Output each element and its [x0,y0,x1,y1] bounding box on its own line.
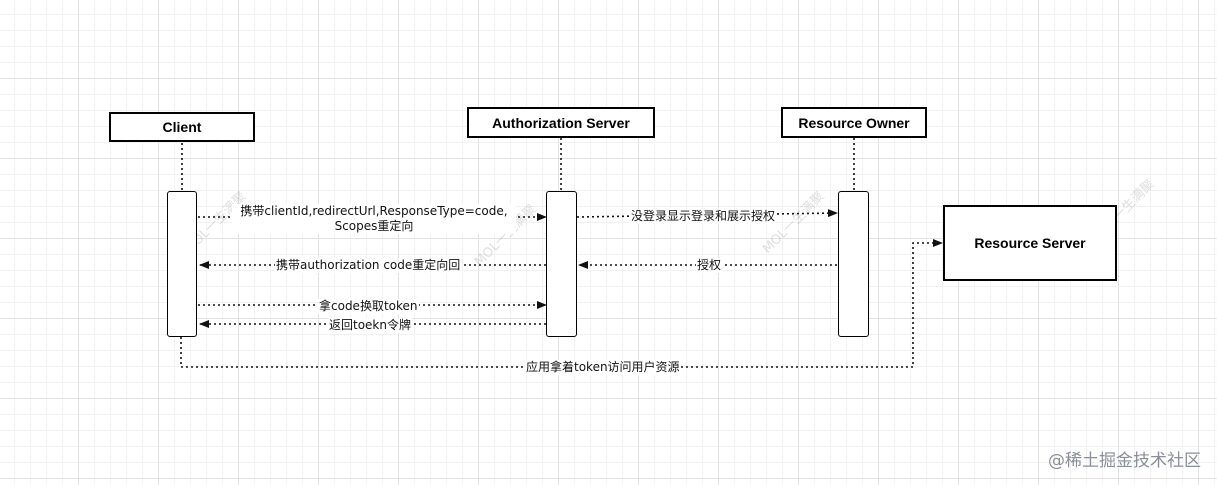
participant-resource-owner-label: Resource Owner [798,114,910,131]
message-label-access-resource: 应用拿着token访问用户资源 [525,360,681,375]
activation-client [167,191,197,337]
participant-resource-server: Resource Server [943,205,1117,281]
message-label-redirect-with-code: 携带authorization code重定向回 [275,258,462,273]
message-label-return-token: 返回toekn令牌 [328,318,412,333]
participant-authorization-server: Authorization Server [467,107,655,138]
message-label-authorize: 授权 [696,258,723,273]
message-label-login-authorize: 没登录显示登录和展示授权 [630,209,777,224]
message-label-line: Scopes重定向 [334,219,414,233]
activation-resource-owner [838,191,869,337]
message-label-request-auth: 携带clientId,redirectUrl,ResponseType=code… [232,204,516,234]
message-label-exchange-code: 拿code换取token [318,299,419,314]
participant-resource-server-label: Resource Server [974,235,1086,251]
message-label-line: 携带clientId,redirectUrl,ResponseType=code… [240,204,508,218]
participant-resource-owner: Resource Owner [781,107,927,138]
arrow-client-to-resource-server [180,239,943,368]
brand-watermark: @稀土掘金技术社区 [1048,451,1201,471]
participant-client-label: Client [162,119,202,135]
participant-authorization-server-label: Authorization Server [492,114,630,131]
participant-client: Client [109,112,255,142]
activation-auth-server [546,191,577,337]
